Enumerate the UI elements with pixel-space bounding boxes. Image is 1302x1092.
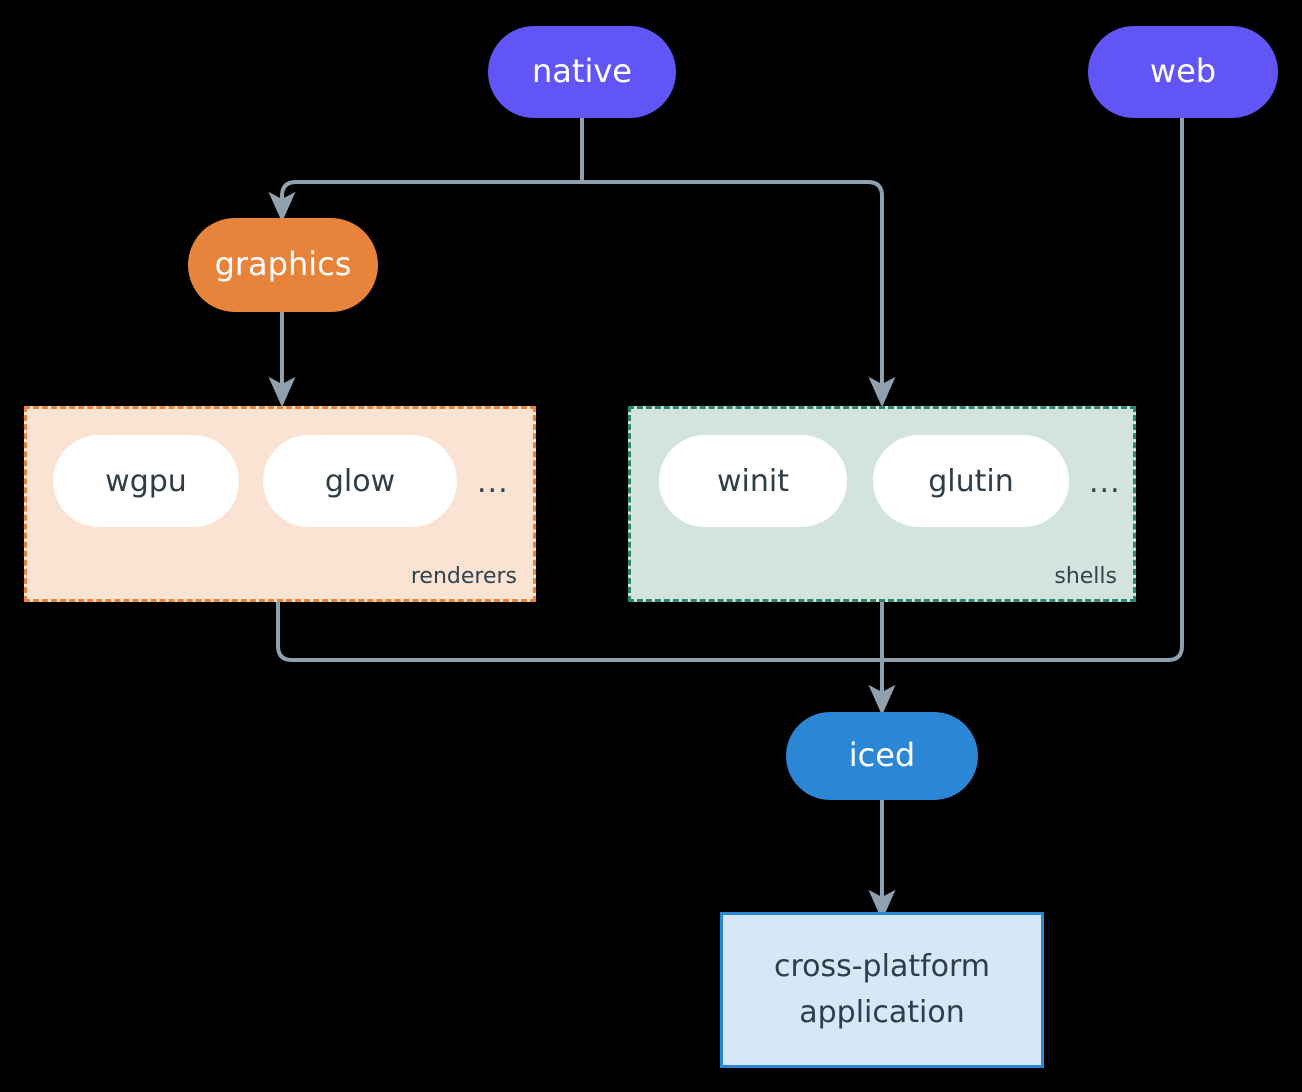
- node-iced-label: iced: [848, 736, 916, 775]
- node-iced[interactable]: iced: [786, 712, 978, 800]
- member-pill-glow[interactable]: glow: [263, 435, 457, 527]
- member-pill-winit-label: winit: [717, 463, 789, 499]
- edge-renderers-to-iced: [276, 602, 882, 662]
- member-pill-winit[interactable]: winit: [659, 435, 847, 527]
- node-web-label: web: [1149, 52, 1217, 91]
- node-cross-platform-application[interactable]: cross-platform application: [720, 912, 1044, 1068]
- group-renderers-label: renderers: [410, 564, 517, 589]
- group-shells-label: shells: [1054, 564, 1117, 589]
- application-label-line2: application: [799, 995, 965, 1030]
- edge-native-to-shells: [582, 180, 896, 408]
- group-shells: winit glutin ... shells: [628, 406, 1136, 602]
- node-web[interactable]: web: [1088, 26, 1278, 118]
- member-pill-glutin-label: glutin: [928, 463, 1014, 499]
- node-graphics[interactable]: graphics: [188, 218, 378, 312]
- member-pill-wgpu-label: wgpu: [105, 463, 187, 499]
- node-native[interactable]: native: [488, 26, 676, 118]
- member-pill-glutin[interactable]: glutin: [873, 435, 1069, 527]
- member-pill-glow-label: glow: [324, 463, 396, 499]
- group-renderers: wgpu glow ... renderers: [24, 406, 536, 602]
- renderers-ellipsis: ...: [477, 465, 509, 500]
- node-graphics-label: graphics: [214, 245, 352, 284]
- application-label-line1: cross-platform: [773, 948, 991, 984]
- node-native-label: native: [532, 52, 632, 91]
- shells-ellipsis: ...: [1089, 465, 1121, 500]
- edge-native-to-graphics: [268, 180, 582, 223]
- member-pill-wgpu[interactable]: wgpu: [53, 435, 239, 527]
